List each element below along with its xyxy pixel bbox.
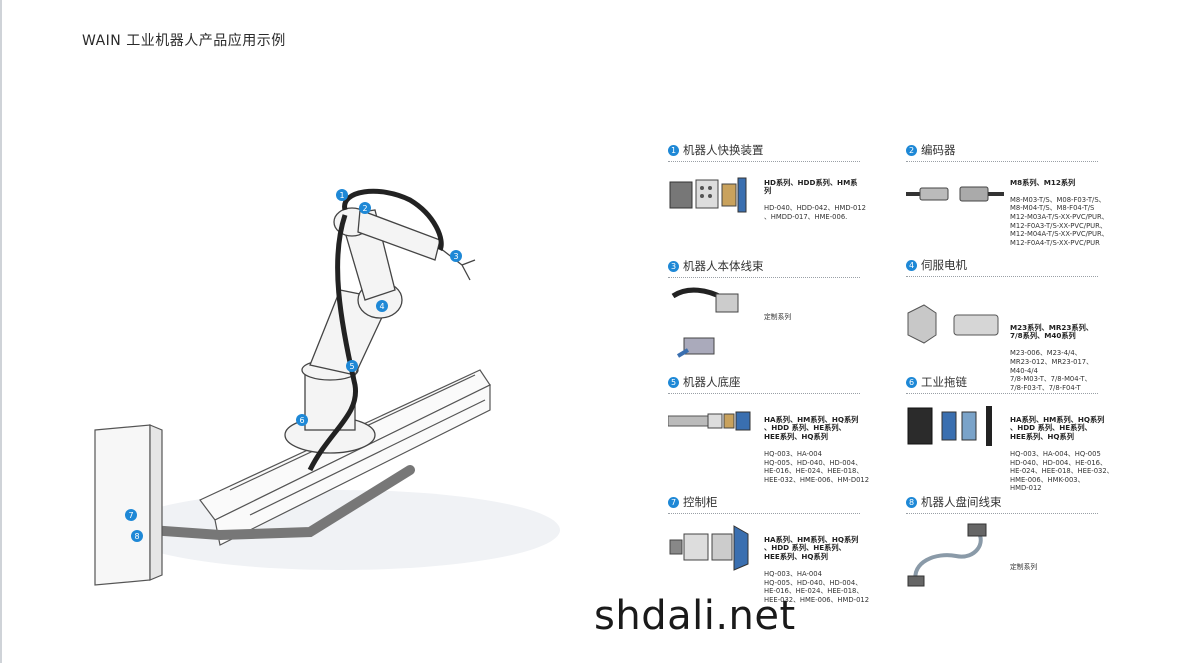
marker-7: 7 (125, 509, 137, 521)
marker-8: 8 (131, 530, 143, 542)
marker-5: 5 (346, 360, 358, 372)
drag-chain-connector-image (907, 406, 992, 446)
section-divider (668, 393, 860, 394)
robot-illustration: 1 2 3 4 5 6 7 8 (94, 188, 560, 586)
control-cabinet-connector-image (669, 525, 749, 571)
product-models: HQ-003、HA-004、HQ-005 HD-040、HD-004、HE-01… (1010, 449, 1114, 493)
section-robot-base: 5 机器人底座 HA系列、HM系列、HQ系列 、HDD 系列、HE系列、 HEE系… (668, 374, 878, 484)
site-watermark: shdali.net (594, 593, 796, 639)
svg-text:7: 7 (128, 511, 133, 520)
section-number-badge: 5 (668, 376, 679, 388)
cabinet-harness-image (907, 523, 987, 587)
encoder-connector-image (906, 186, 1004, 202)
section-divider (906, 276, 1098, 277)
robot-upper-arm (333, 207, 441, 301)
section-divider (906, 513, 1098, 514)
product-models: 定制系列 (764, 312, 792, 321)
section-divider (668, 513, 860, 514)
section-divider (668, 277, 860, 278)
section-number-badge: 3 (668, 260, 679, 272)
section-control-cabinet: 7 控制柜 HA系列、HM系列、HQ系列 、HDD 系列、HE系列、 HEE系列、… (668, 494, 878, 604)
section-title: 机器人快换装置 (683, 143, 764, 157)
section-divider (906, 393, 1098, 394)
product-models: M23-006、M23-4/4、 MR23-012、MR23-017、 M40-… (1010, 349, 1093, 392)
section-drag-chain: 6 工业拖链 HA系列、HM系列、HQ系列 、HDD 系列、HE系列、 HEE系列… (906, 374, 1116, 492)
section-divider (906, 161, 1098, 162)
section-body-harness: 3 机器人本体线束 定制系列 (668, 258, 878, 366)
svg-text:5: 5 (349, 362, 354, 371)
section-divider (668, 161, 860, 162)
product-models: 定制系列 (1010, 562, 1038, 571)
section-title: 机器人底座 (683, 375, 741, 389)
product-series: M8系列、M12系列 (1010, 177, 1076, 187)
section-cabinet-harness: 8 机器人盘间线束 定制系列 (906, 494, 1116, 602)
product-models: M8-M03-T/S、M08-F03-T/S、 M8-M04-T/S、M8-F0… (1010, 195, 1109, 247)
marker-3: 3 (450, 250, 462, 262)
marker-6: 6 (296, 414, 308, 426)
svg-text:3: 3 (453, 252, 458, 261)
robot-base-connector-image (668, 411, 751, 431)
section-title: 机器人盘间线束 (921, 495, 1002, 509)
product-models: HQ-003、HA-004 HQ-005、HD-040、HD-004、 HE-0… (764, 449, 870, 484)
section-number-badge: 2 (906, 144, 917, 156)
section-number-badge: 7 (668, 496, 679, 508)
section-quick-changer: 1 机器人快换装置 HD系列、HDD系列、HM系 列 HD-040、HDD-042… (668, 142, 878, 250)
body-harness-image (671, 287, 739, 358)
quick-changer-connector-image (669, 177, 747, 213)
marker-1: 1 (336, 189, 348, 201)
product-series: M23系列、MR23系列、 7/8系列、M40系列 (1010, 322, 1093, 341)
page-left-border (0, 0, 2, 663)
ground-cable (145, 465, 415, 541)
product-series: HA系列、HM系列、HQ系列 、HDD 系列、HE系列、 HEE系列、HQ系列 (1010, 414, 1105, 441)
product-models: HQ-003、HA-004 HQ-005、HD-040、HD-004、 HE-0… (764, 569, 870, 604)
product-series: HD系列、HDD系列、HM系 列 (764, 177, 858, 196)
svg-text:8: 8 (134, 532, 139, 541)
section-title: 机器人本体线束 (683, 259, 764, 273)
robot-body-cable (342, 188, 444, 252)
product-models: HD-040、HDD-042、HMD-012 、HMDD-017、HME-006… (764, 204, 867, 221)
product-series: HA系列、HM系列、HQ系列 、HDD 系列、HE系列、 HEE系列、HQ系列 (764, 414, 859, 441)
section-title: 工业拖链 (921, 375, 967, 389)
section-servo-motor: 4 伺服电机 M23系列、MR23系列、 7/8系列、M40系列 M23-006、… (906, 257, 1116, 392)
section-encoder: 2 编码器 M8系列、M12系列 M8-M03-T/S、M08-F03-T/S、 … (906, 142, 1116, 250)
product-series: HA系列、HM系列、HQ系列 、HDD 系列、HE系列、 HEE系列、HQ系列 (764, 534, 859, 561)
section-title: 伺服电机 (921, 258, 967, 272)
section-title: 控制柜 (683, 495, 718, 509)
control-cabinet (94, 424, 163, 586)
marker-2: 2 (359, 202, 371, 214)
svg-text:6: 6 (299, 416, 304, 425)
servo-motor-connector-image (907, 304, 999, 344)
svg-text:4: 4 (379, 302, 384, 311)
svg-text:1: 1 (339, 191, 344, 200)
robot-lower-arm (309, 281, 403, 376)
robot-body-cable-lower (307, 214, 359, 472)
section-number-badge: 4 (906, 259, 917, 271)
section-number-badge: 6 (906, 376, 917, 388)
section-number-badge: 8 (906, 496, 917, 508)
svg-text:2: 2 (362, 204, 367, 213)
page-title: WAIN 工业机器人产品应用示例 (82, 33, 286, 49)
section-number-badge: 1 (668, 144, 679, 156)
section-title: 编码器 (921, 143, 956, 157)
marker-4: 4 (376, 300, 388, 312)
